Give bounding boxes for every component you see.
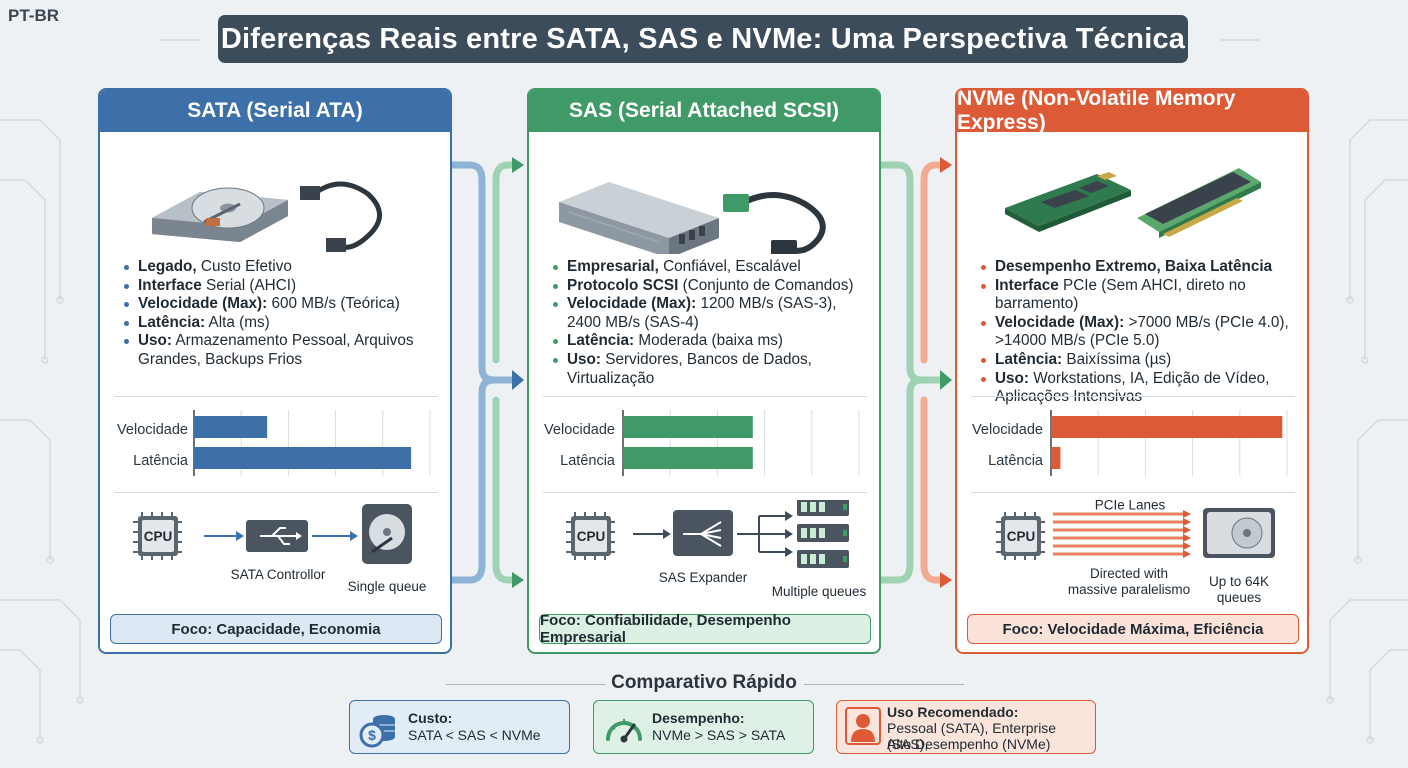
- hdd-icon: [152, 187, 288, 242]
- sas-bar-latencia: [623, 447, 753, 469]
- sas-features: Empresarial, Confiável, Escalável Protoc…: [551, 258, 871, 388]
- sata-chart-label-velocidade: Velocidade: [117, 422, 188, 438]
- sata-feature-3: Velocidade (Max): 600 MB/s (Teórica): [122, 295, 442, 314]
- pcie-card-icon: [1137, 168, 1261, 238]
- sata-card: SATA (Serial ATA) Legado, Custo Efetivo …: [98, 88, 452, 654]
- sas-flow-diagram: CPU SAS Expander Multiple queues: [566, 500, 867, 599]
- nvme-feature-2: Interface PCIe (Sem AHCI, direto no barr…: [979, 277, 1299, 314]
- nvme-parallel-label-1: Directed with: [1090, 566, 1168, 581]
- nvme-focus: Foco: Velocidade Máxima, Eficiência: [967, 614, 1299, 644]
- sata-feature-1: Legado, Custo Efetivo: [122, 258, 442, 277]
- page-title: Diferenças Reais entre SATA, SAS e NVMe:…: [218, 15, 1188, 63]
- comparison-divider-left: [446, 684, 606, 685]
- cpu-icon: CPU: [996, 512, 1045, 560]
- comparison-performance-label: Desempenho:: [652, 710, 745, 726]
- sas-queues-label: Multiple queues: [772, 584, 867, 599]
- nvme-chart-label-latencia: Latência: [988, 453, 1044, 469]
- nvme-features: Desempenho Extremo, Baixa Latência Inter…: [979, 258, 1299, 407]
- sas-feature-4: Latência: Moderada (baixa ms): [551, 332, 871, 351]
- m2-ssd-icon: [1005, 172, 1131, 232]
- sata-card-header: SATA (Serial ATA): [100, 90, 450, 132]
- person-icon: [845, 707, 881, 745]
- cpu-icon: CPU: [566, 512, 615, 560]
- svg-text:CPU: CPU: [144, 529, 173, 544]
- svg-text:CPU: CPU: [577, 529, 606, 544]
- nvme-queues-label-2: queues: [1217, 590, 1262, 605]
- sas-expander-label: SAS Expander: [659, 570, 748, 585]
- speedometer-icon: [606, 719, 642, 743]
- sas-focus: Foco: Confiabilidade, Desempenho Empresa…: [539, 612, 871, 646]
- sata-controller-label: SATA Controllor: [231, 567, 326, 582]
- nvme-bar-velocidade: [1051, 416, 1283, 438]
- comparison-cost-value: SATA < SAS < NVMe: [408, 727, 541, 743]
- sata-focus: Foco: Capacidade, Economia: [110, 614, 442, 644]
- sas-feature-2: Protocolo SCSI (Conjunto de Comandos): [551, 277, 871, 296]
- comparison-divider-right: [804, 684, 964, 685]
- server-icon: [559, 182, 719, 254]
- nvme-chart-label-velocidade: Velocidade: [972, 422, 1043, 438]
- sata-feature-2: Interface Serial (AHCI): [122, 277, 442, 296]
- coins-icon: $: [359, 715, 395, 748]
- sas-card: SAS (Serial Attached SCSI) Empresarial, …: [527, 88, 881, 654]
- nvme-feature-4: Latência: Baixíssima (µs): [979, 351, 1299, 370]
- sas-cable-icon: [723, 192, 826, 254]
- sas-expander-icon: [673, 510, 733, 556]
- nvme-flow-diagram: CPU PCIe Lanes Directed with massive par…: [996, 500, 1275, 605]
- comparison-usage-label: Uso Recomendado:: [887, 704, 1019, 720]
- nvme-queues-label-1: Up to 64K: [1209, 574, 1269, 589]
- comparison-usage-line2: Alto Desempenho (NVMe): [887, 736, 1051, 752]
- sas-card-header: SAS (Serial Attached SCSI): [529, 90, 879, 132]
- svg-text:CPU: CPU: [1007, 529, 1036, 544]
- sata-cable-icon: [300, 181, 382, 252]
- svg-text:$: $: [368, 727, 376, 743]
- nvme-feature-5: Uso: Workstations, IA, Edição de Vídeo, …: [979, 370, 1299, 407]
- usb-controller-icon: [246, 520, 308, 552]
- sata-bar-chart: Velocidade Latência: [117, 410, 431, 476]
- nvme-feature-1: Desempenho Extremo, Baixa Latência: [979, 258, 1299, 277]
- comparison-performance: Desempenho: NVMe > SAS > SATA: [593, 700, 814, 754]
- sas-bar-velocidade: [623, 416, 753, 438]
- nvme-bar-latencia: [1051, 447, 1061, 469]
- comparison-performance-value: NVMe > SAS > SATA: [652, 727, 786, 743]
- sas-feature-3: Velocidade (Max): 1200 MB/s (SAS-3), 240…: [551, 295, 871, 332]
- sas-feature-5: Uso: Servidores, Bancos de Dados, Virtua…: [551, 351, 871, 388]
- cpu-icon: CPU: [133, 512, 182, 560]
- comparison-cost: $ Custo: SATA < SAS < NVMe: [349, 700, 570, 754]
- sata-queue-label: Single queue: [348, 579, 427, 594]
- sas-bar-chart: Velocidade Latência: [544, 410, 860, 476]
- comparison-cost-label: Custo:: [408, 710, 453, 726]
- pcie-lanes-icon: [1053, 512, 1183, 556]
- comparison-usage: Uso Recomendado: Pessoal (SATA), Enterpr…: [836, 700, 1096, 754]
- sata-feature-5: Uso: Armazenamento Pessoal, Arquivos Gra…: [122, 332, 442, 369]
- comparison-title: Comparativo Rápido: [611, 672, 797, 693]
- nvme-card-header: NVMe (Non-Volatile Memory Express): [957, 90, 1307, 134]
- nvme-lanes-label: PCIe Lanes: [1095, 500, 1166, 513]
- sata-chart-label-latencia: Latência: [133, 453, 189, 469]
- hdd-icon: [362, 504, 412, 564]
- sas-feature-1: Empresarial, Confiável, Escalável: [551, 258, 871, 277]
- nvme-parallel-label-2: massive paralelismo: [1068, 582, 1190, 597]
- sata-feature-4: Latência: Alta (ms): [122, 314, 442, 333]
- sata-features: Legado, Custo Efetivo Interface Serial (…: [122, 258, 442, 370]
- sas-chart-label-latencia: Latência: [560, 453, 616, 469]
- sata-bar-velocidade: [194, 416, 268, 438]
- language-tag: PT-BR: [8, 6, 59, 25]
- sata-bar-latencia: [194, 447, 412, 469]
- nvme-drive-icon: [1203, 508, 1275, 558]
- sas-chart-label-velocidade: Velocidade: [544, 422, 615, 438]
- drive-stack-icon: [797, 500, 849, 568]
- nvme-feature-3: Velocidade (Max): >7000 MB/s (PCIe 4.0),…: [979, 314, 1299, 351]
- comparison-usage-line1: Pessoal (SATA), Enterprise (SAS),: [887, 720, 1057, 752]
- nvme-bar-chart: Velocidade Latência: [972, 410, 1288, 476]
- nvme-card: NVMe (Non-Volatile Memory Express) Desem…: [955, 88, 1309, 654]
- sata-flow-diagram: CPU SATA Controllor Single queue: [133, 504, 427, 594]
